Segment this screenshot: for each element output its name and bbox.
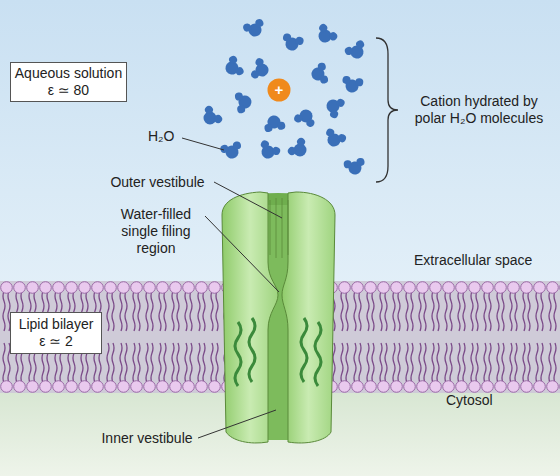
molecule-label: H₂O xyxy=(148,128,188,145)
info-box: Lipid bilayerε ≃ 2 xyxy=(10,312,102,354)
callout-text: Cation hydrated by polar H₂O molecules xyxy=(404,93,554,127)
region-label: Cytosol xyxy=(446,392,546,409)
info-box: Aqueous solutionε ≃ 80 xyxy=(10,62,127,102)
cation-circle: + xyxy=(267,78,291,102)
water-molecules xyxy=(198,18,369,176)
region-label: Extracellular space xyxy=(414,252,558,269)
cation-fill xyxy=(268,79,291,102)
part-label: Inner vestibule xyxy=(92,430,202,447)
node-body: ε ≃ 80 xyxy=(48,82,89,99)
node-heading: + xyxy=(275,80,284,100)
node-heading: Lipid bilayer xyxy=(19,316,94,333)
channel-protein xyxy=(222,192,335,443)
part-label: Outer vestibule xyxy=(100,174,215,191)
bracket xyxy=(376,38,398,182)
part-label: Water-filled single filing region xyxy=(106,206,206,257)
node-body: ε ≃ 2 xyxy=(39,333,73,350)
node-heading: Aqueous solution xyxy=(15,65,122,82)
